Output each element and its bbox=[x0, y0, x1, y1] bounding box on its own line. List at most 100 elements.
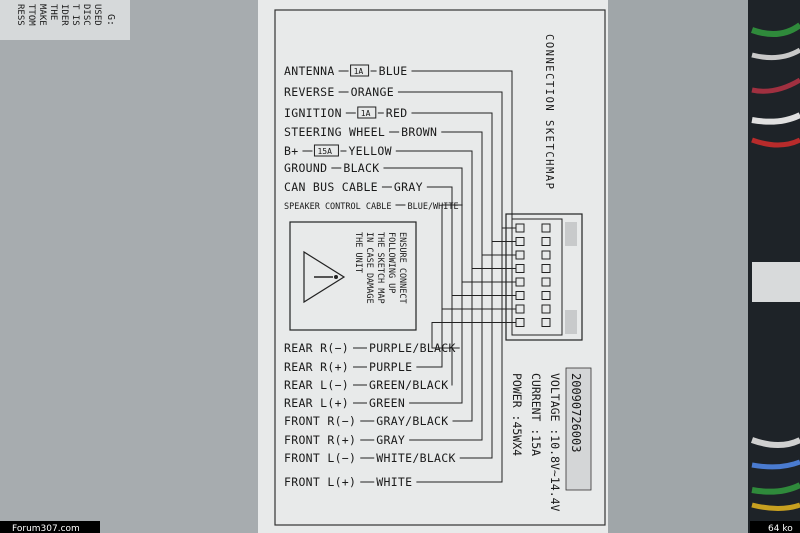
top-pin-color: BLACK bbox=[343, 161, 379, 175]
bottom-pin-color: PURPLE/BLACK bbox=[369, 341, 456, 355]
bottom-pin-label: REAR L(−) bbox=[284, 378, 349, 392]
connector-pin bbox=[515, 277, 525, 287]
wire-traces bbox=[383, 70, 516, 483]
top-pin-color: BLUE/WHITE bbox=[407, 202, 458, 212]
connector-pins bbox=[515, 223, 551, 327]
bottom-pin-label: REAR R(−) bbox=[284, 341, 349, 355]
top-pin-color: GRAY bbox=[394, 180, 423, 194]
connector-pin bbox=[515, 291, 525, 300]
bottom-pin-color: WHITE bbox=[376, 475, 412, 489]
warning-triangle-icon bbox=[303, 250, 346, 304]
left-panel-line: T IS bbox=[70, 4, 80, 26]
top-pin-label: REVERSE bbox=[284, 85, 335, 99]
connector-block bbox=[505, 213, 583, 341]
bottom-pin-label: FRONT L(+) bbox=[284, 475, 356, 489]
sketchmap-title: CONNECTION SKETCHMAP bbox=[543, 34, 555, 190]
bottom-pin-label: FRONT R(+) bbox=[284, 433, 356, 447]
top-pin-color: BLUE bbox=[379, 64, 408, 78]
wire-trace bbox=[452, 268, 516, 422]
fuse-rating: 1A bbox=[354, 67, 364, 76]
current-spec: CURRENT :15A bbox=[529, 373, 543, 456]
top-pin-label: B+ bbox=[284, 144, 298, 158]
bottom-pin-label: REAR R(+) bbox=[284, 360, 349, 374]
right-casing bbox=[600, 0, 752, 533]
warning-line: THE SKETCH MAP bbox=[375, 232, 385, 304]
top-pin-label: GROUND bbox=[284, 161, 327, 175]
wire-trace bbox=[416, 227, 516, 483]
fuse-box bbox=[357, 106, 377, 119]
specs-block: 20090726003 VOLTAGE :10.8V~14.4V CURRENT… bbox=[510, 367, 592, 512]
bottom-pin-label: REAR L(+) bbox=[284, 396, 349, 410]
top-pin-color: BROWN bbox=[401, 125, 437, 139]
bottom-pin-color: WHITE/BLACK bbox=[376, 451, 455, 465]
left-panel-line: IDER bbox=[59, 4, 69, 26]
fuse-rating: 1A bbox=[361, 109, 371, 118]
wire-trace bbox=[431, 322, 516, 349]
wire-trace bbox=[409, 254, 516, 441]
top-pin-color: ORANGE bbox=[351, 85, 394, 99]
connector-pin bbox=[541, 304, 551, 314]
left-panel-line: TTOM bbox=[26, 4, 36, 26]
connector-pin bbox=[541, 237, 551, 246]
top-pin-label: CAN BUS CABLE bbox=[284, 180, 378, 194]
connector-pin bbox=[541, 264, 551, 273]
left-panel-line: THE bbox=[48, 4, 58, 20]
connector-pin bbox=[515, 250, 525, 260]
top-pin-label: ANTENNA bbox=[284, 64, 335, 78]
connector-pin bbox=[541, 318, 551, 327]
connector-pin bbox=[541, 277, 551, 287]
top-pin-label: IGNITION bbox=[284, 106, 342, 120]
warning-line: IN CASE DAMAGE bbox=[364, 232, 374, 304]
connector-pin bbox=[541, 250, 551, 260]
wire-trace bbox=[409, 281, 516, 404]
fuse-rating: 15A bbox=[317, 147, 332, 156]
connector-pin bbox=[515, 304, 525, 314]
wire-trace bbox=[416, 308, 516, 368]
bottom-pin-labels: REAR R(−) PURPLE/BLACK REAR R(+) PURPLE REAR… bbox=[284, 341, 456, 489]
left-panel-line: USED bbox=[92, 4, 102, 26]
connector-pin bbox=[515, 264, 525, 273]
left-panel-line: RESS bbox=[15, 4, 25, 26]
bottom-pin-color: GREEN bbox=[369, 396, 405, 410]
top-pin-label: STEERING WHEEL bbox=[284, 125, 385, 139]
power-spec: POWER :45WX4 bbox=[510, 373, 524, 456]
wire-trace bbox=[451, 295, 516, 386]
wire-bundle-right bbox=[750, 22, 800, 511]
footer-left-bar bbox=[0, 521, 100, 533]
fuse-box bbox=[350, 64, 370, 77]
wire-trace bbox=[459, 241, 516, 459]
left-panel-line: MAKE bbox=[37, 4, 47, 26]
bottom-pin-label: FRONT R(−) bbox=[284, 414, 356, 428]
warning-line: THE UNIT bbox=[353, 232, 363, 273]
bottom-pin-label: FRONT L(−) bbox=[284, 451, 356, 465]
footer-right-text: 64 ko bbox=[768, 524, 793, 533]
footer-right-bar bbox=[750, 521, 800, 533]
top-pin-label: SPEAKER CONTROL CABLE bbox=[284, 202, 391, 212]
bottom-pin-color: GRAY bbox=[376, 433, 405, 447]
connector-pin bbox=[515, 237, 525, 246]
voltage-spec: VOLTAGE :10.8V~14.4V bbox=[548, 373, 562, 512]
bottom-pin-color: PURPLE bbox=[369, 360, 412, 374]
top-pin-color: RED bbox=[386, 106, 408, 120]
serial-number: 20090726003 bbox=[569, 373, 583, 452]
sticker-border bbox=[274, 9, 606, 526]
connector-pin bbox=[515, 223, 525, 233]
top-pin-color: YELLOW bbox=[348, 144, 391, 158]
footer-left-text: Forum307.com bbox=[12, 524, 80, 533]
fuse-box bbox=[313, 144, 339, 157]
bottom-pin-color: GRAY/BLACK bbox=[376, 414, 448, 428]
warning-line: ENSURE CONNECT bbox=[397, 232, 407, 304]
warning-line: FOLLOWING UP bbox=[386, 232, 396, 293]
bottom-pin-color: GREEN/BLACK bbox=[369, 378, 448, 392]
connection-sticker: CONNECTION SKETCHMAP ANTENNA 1A BLUE REVERS… bbox=[258, 0, 608, 533]
left-panel-line: DISC bbox=[81, 4, 91, 26]
connector-pin bbox=[541, 291, 551, 300]
connector-pin bbox=[515, 318, 525, 327]
left-panel-corner: G: bbox=[105, 14, 116, 26]
